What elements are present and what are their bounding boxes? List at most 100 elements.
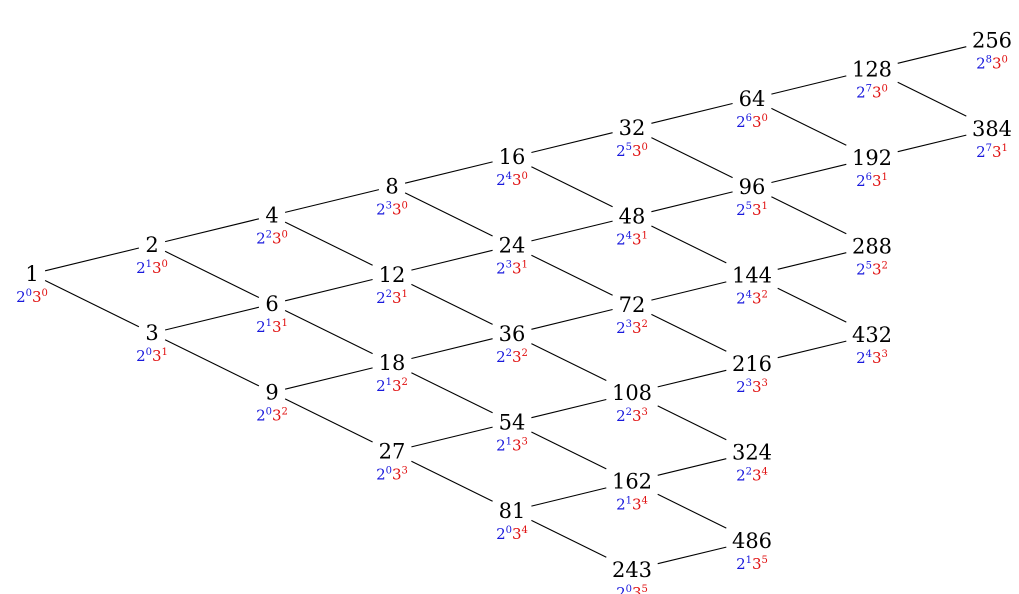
exponent-two: 0 xyxy=(386,466,392,477)
exponent-two: 3 xyxy=(386,200,392,211)
edge-4-to-12 xyxy=(284,221,373,266)
factorization-label: 2133 xyxy=(496,436,528,454)
exponent-three: 2 xyxy=(402,377,408,388)
exponent-three: 0 xyxy=(522,171,528,182)
factorization-label: 2030 xyxy=(16,288,48,306)
exponent-three: 1 xyxy=(762,201,768,212)
exponent-two: 3 xyxy=(626,319,632,330)
exponent-two: 1 xyxy=(506,436,512,447)
edge-64-to-128 xyxy=(771,75,847,95)
exponent-two: 7 xyxy=(866,84,872,95)
base-three: 3 xyxy=(512,525,522,543)
base-two: 2 xyxy=(376,466,386,484)
factorization-label: 2034 xyxy=(496,525,528,543)
edge-81-to-162 xyxy=(531,487,607,507)
exponent-two: 1 xyxy=(626,496,632,507)
edge-243-to-486 xyxy=(657,546,727,565)
base-two: 2 xyxy=(616,230,626,248)
edge-144-to-432 xyxy=(777,287,847,323)
node-value: 288 xyxy=(852,234,892,258)
exponent-two: 4 xyxy=(506,171,512,182)
exponent-three: 1 xyxy=(402,289,408,300)
node-value: 1 xyxy=(25,262,38,286)
edge-12-to-36 xyxy=(411,283,493,325)
node-value: 324 xyxy=(732,440,772,464)
exponent-two: 1 xyxy=(746,555,752,566)
exponent-two: 2 xyxy=(506,348,512,359)
base-two: 2 xyxy=(496,260,506,278)
edge-8-to-16 xyxy=(404,161,493,184)
base-three: 3 xyxy=(632,407,642,425)
factorization-label: 2431 xyxy=(616,230,648,248)
edge-162-to-486 xyxy=(657,493,727,529)
exponent-two: 5 xyxy=(626,142,632,153)
node-value: 243 xyxy=(612,558,652,582)
base-three: 3 xyxy=(992,143,1002,161)
edge-162-to-324 xyxy=(657,458,727,476)
base-three: 3 xyxy=(872,172,882,190)
factorization-label: 2031 xyxy=(136,347,168,365)
edge-1-to-2 xyxy=(44,247,140,272)
exponent-two: 4 xyxy=(626,230,632,241)
base-three: 3 xyxy=(752,378,762,396)
base-two: 2 xyxy=(496,171,506,189)
node-value: 24 xyxy=(499,234,526,258)
edge-2-to-6 xyxy=(164,250,260,298)
base-two: 2 xyxy=(736,113,746,131)
edge-64-to-192 xyxy=(771,107,847,146)
base-three: 3 xyxy=(632,230,642,248)
factorization-label: 2531 xyxy=(736,201,768,219)
exponent-three: 2 xyxy=(522,348,528,359)
factorization-label: 2630 xyxy=(736,113,768,131)
edge-16-to-32 xyxy=(531,132,613,154)
base-three: 3 xyxy=(872,349,882,367)
base-two: 2 xyxy=(616,407,626,425)
node-1: 1 2030 xyxy=(16,262,48,306)
edge-108-to-324 xyxy=(657,405,727,441)
factorization-label: 2430 xyxy=(496,171,528,189)
base-three: 3 xyxy=(752,201,762,219)
edge-32-to-64 xyxy=(651,102,733,124)
edge-128-to-256 xyxy=(897,46,967,64)
base-three: 3 xyxy=(152,347,162,365)
factorization-label: 2232 xyxy=(496,348,528,366)
factorization-label: 2135 xyxy=(736,555,768,573)
exponent-two: 1 xyxy=(266,318,272,329)
factorization-label: 2332 xyxy=(616,319,648,337)
node-value: 432 xyxy=(852,323,892,347)
node-value: 9 xyxy=(265,380,278,404)
base-three: 3 xyxy=(872,260,882,278)
exponent-three: 1 xyxy=(882,172,888,183)
exponent-two: 6 xyxy=(746,113,752,124)
base-three: 3 xyxy=(752,290,762,308)
base-two: 2 xyxy=(736,201,746,219)
node-value: 384 xyxy=(972,117,1012,141)
factorization-label: 2134 xyxy=(616,496,648,514)
edge-96-to-288 xyxy=(771,196,847,235)
factorization-label: 2231 xyxy=(376,289,408,307)
base-two: 2 xyxy=(616,584,626,594)
base-three: 3 xyxy=(872,84,882,102)
base-two: 2 xyxy=(616,496,626,514)
base-three: 3 xyxy=(512,348,522,366)
exponent-three: 3 xyxy=(762,378,768,389)
factorization-label: 2830 xyxy=(976,54,1008,72)
edge-27-to-81 xyxy=(411,460,493,502)
node-value: 96 xyxy=(739,175,766,199)
edge-2-to-4 xyxy=(164,218,260,243)
factorization-label: 2033 xyxy=(376,466,408,484)
node-value: 18 xyxy=(379,351,406,375)
base-three: 3 xyxy=(632,319,642,337)
node-value: 162 xyxy=(612,470,652,494)
exponent-two: 2 xyxy=(266,230,272,241)
base-two: 2 xyxy=(136,259,146,277)
